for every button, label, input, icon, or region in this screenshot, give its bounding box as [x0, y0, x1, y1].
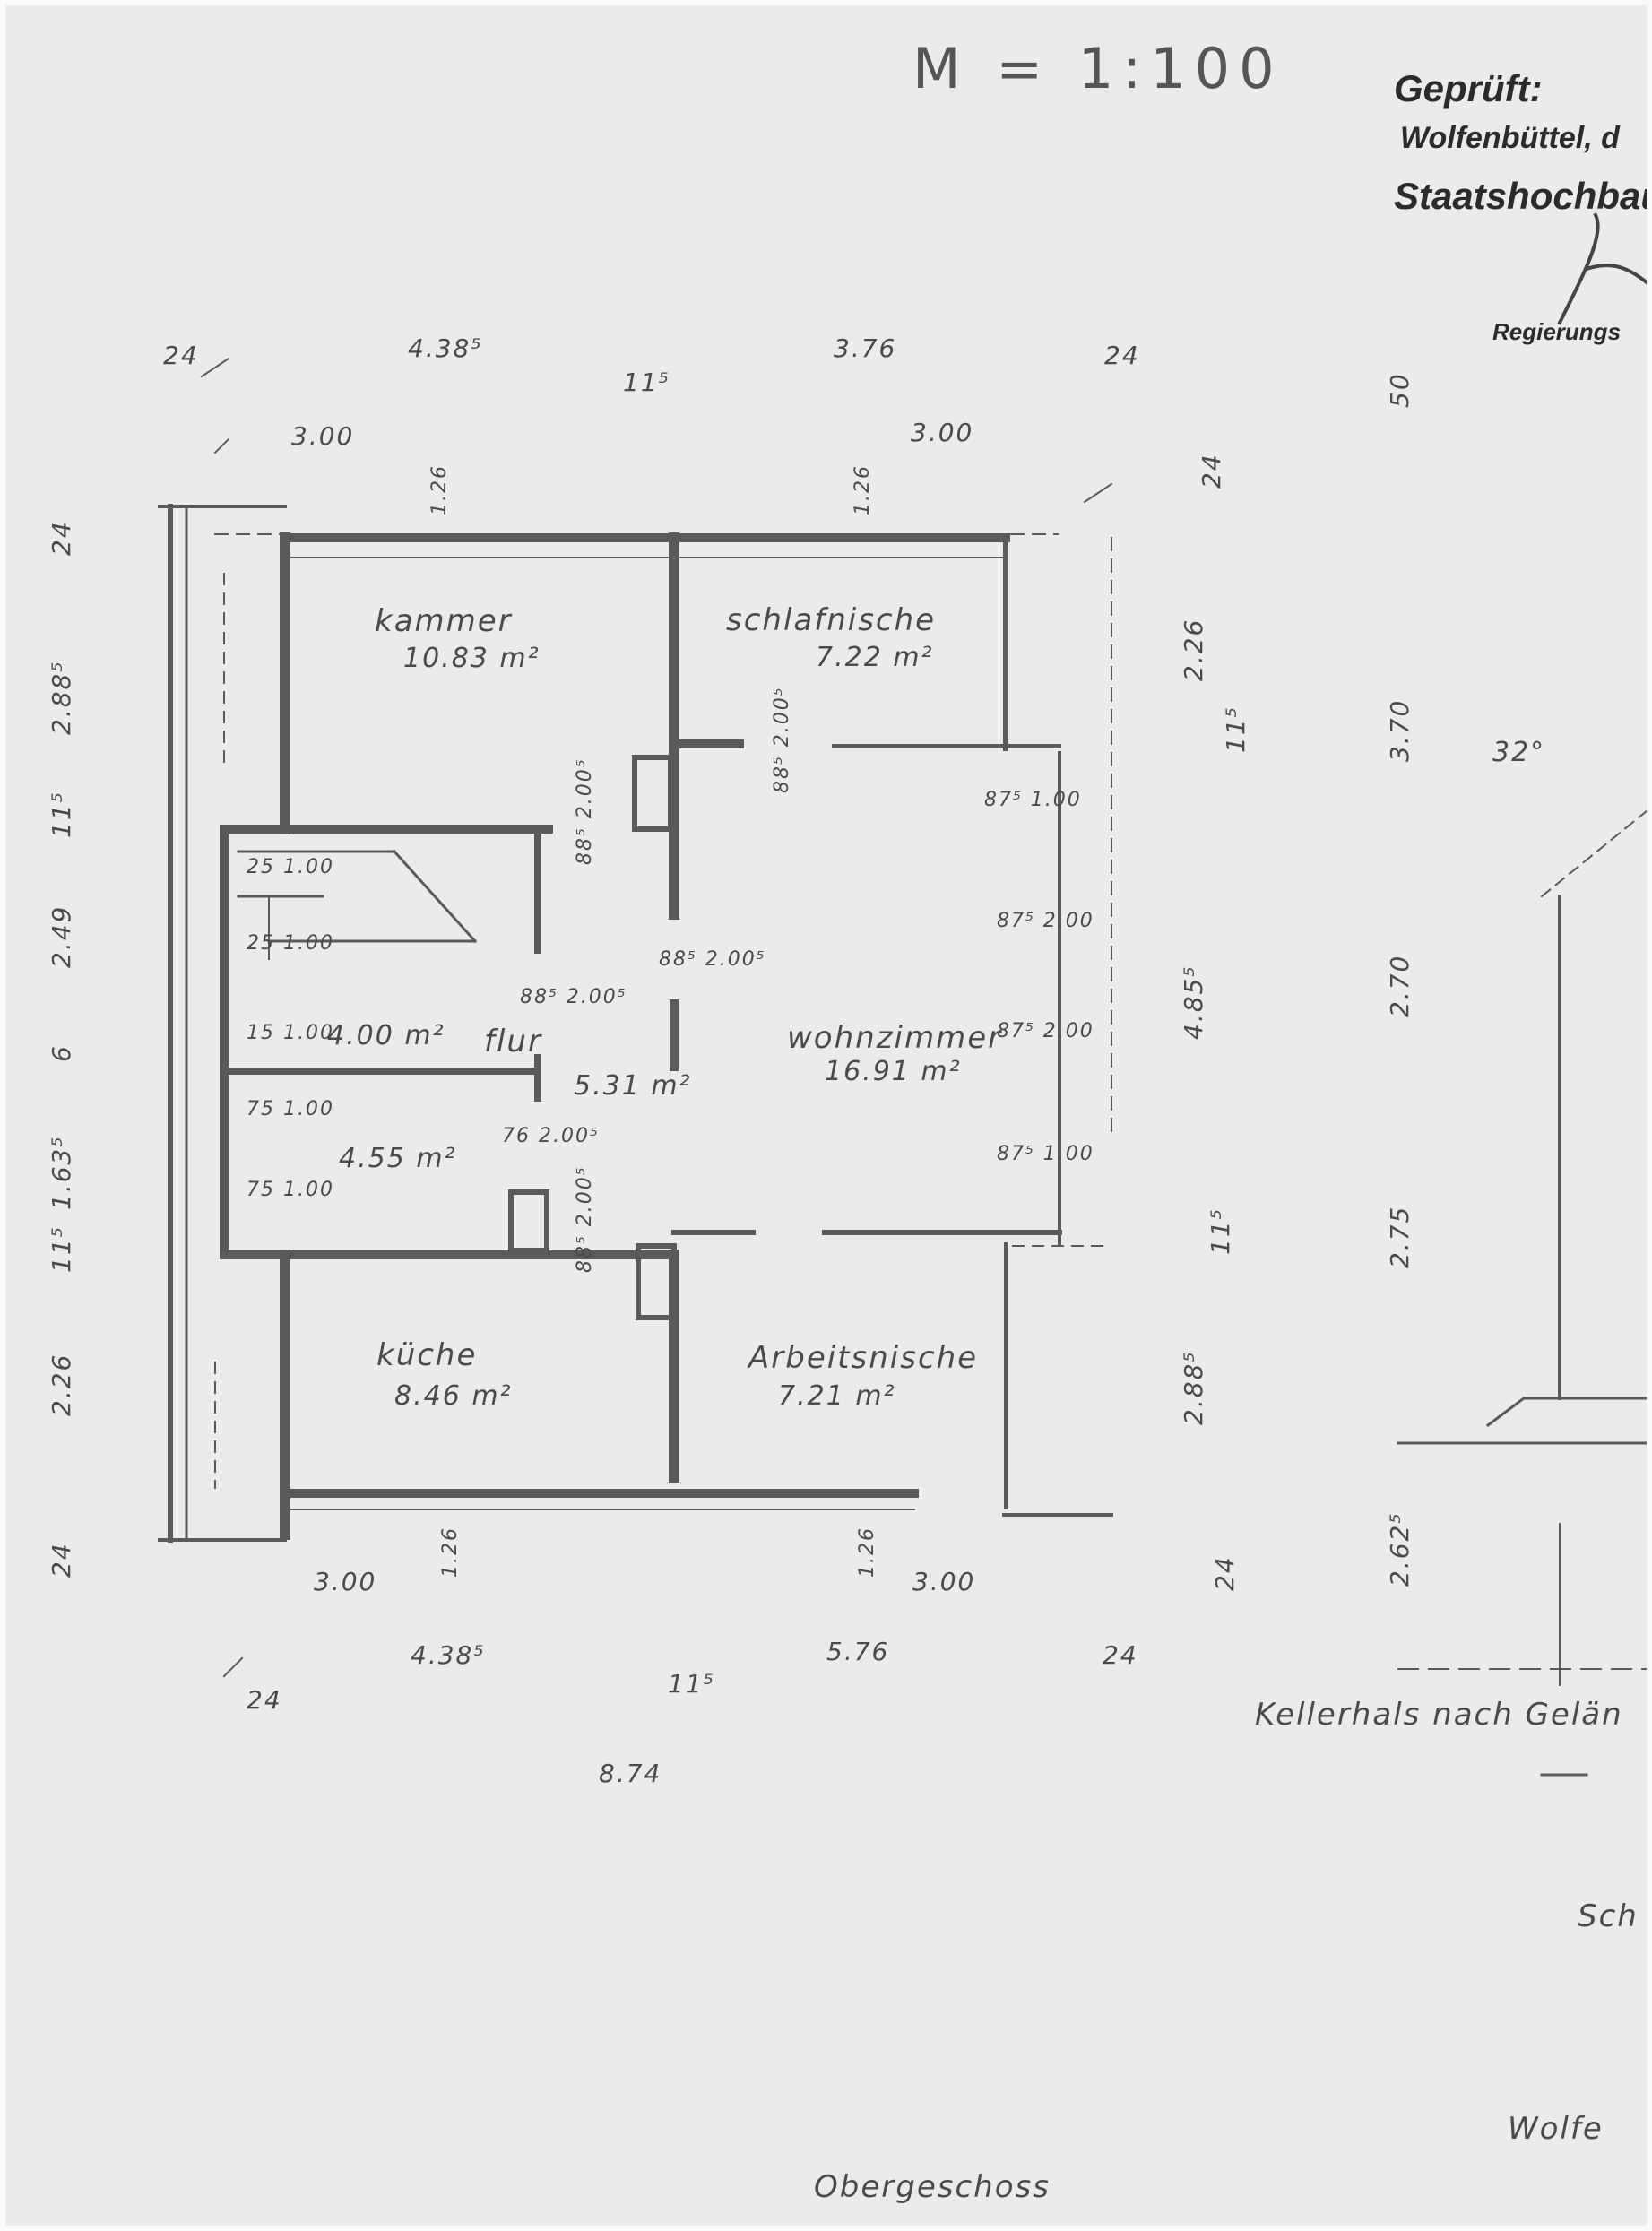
dim-bottom-e: 24 — [1103, 1640, 1138, 1670]
dim-bottom-f: 24 — [247, 1685, 282, 1715]
dim-bottom-g: 11⁵ — [668, 1669, 715, 1699]
room-flur-area: 5.31 m² — [574, 1070, 692, 1102]
room-schlafnische-area: 7.22 m² — [816, 642, 934, 673]
window-label-4: 1.26 — [856, 1526, 878, 1578]
dim-left-f: 1.63⁵ — [47, 1135, 76, 1210]
dim-right-d: 4.85⁵ — [1179, 964, 1208, 1040]
dim-top-c: 11⁵ — [623, 368, 670, 397]
dim-bottom-total: 8.74 — [599, 1759, 662, 1788]
dim-left-c: 11⁵ — [47, 791, 76, 838]
dim-bottom-b: 3.00 — [912, 1567, 976, 1596]
dim-right-f: 2.88⁵ — [1179, 1350, 1208, 1425]
stair-step-3: 15 1.00 — [247, 1022, 334, 1044]
dim-far-right-e: 2.62⁵ — [1385, 1511, 1414, 1587]
dim-left-d: 2.49 — [47, 904, 76, 968]
dim-left-a: 24 — [47, 520, 76, 556]
door-label-3: 88⁵ 2.00⁵ — [659, 948, 766, 971]
dim-top-a: 24 — [163, 341, 199, 370]
room-kueche-name: küche — [376, 1337, 478, 1373]
dim-far-right-b: 3.70 — [1385, 698, 1414, 762]
dim-top-e: 24 — [1104, 341, 1140, 370]
room-flur-name: flur — [484, 1024, 542, 1059]
note-wolfe: Wolfe — [1508, 2111, 1604, 2147]
dim-top-b: 4.38⁵ — [408, 333, 483, 363]
door-label-4: 88⁵ 2.00⁵ — [520, 986, 627, 1008]
note-kellerhals: Kellerhals nach Gelän — [1255, 1697, 1623, 1733]
room-wohnzimmer-area: 16.91 m² — [825, 1056, 962, 1087]
room-kueche-area: 8.46 m² — [394, 1380, 513, 1412]
dim-left-g: 11⁵ — [47, 1225, 76, 1273]
dim-right-g: 24 — [1210, 1555, 1240, 1591]
roof-angle-label: 32° — [1492, 737, 1546, 768]
side-label-2: 87⁵ 2.00 — [997, 910, 1094, 932]
dim-bottom-a: 3.00 — [314, 1567, 377, 1596]
side-label-1: 87⁵ 1.00 — [984, 789, 1082, 811]
door-label-2: 88⁵ 2.00⁵ — [771, 686, 793, 793]
dim-far-right-d: 2.75 — [1385, 1205, 1414, 1268]
stair-step-2: 25 1.00 — [247, 932, 334, 955]
side-label-4: 87⁵ 1.00 — [997, 1143, 1094, 1165]
dim-top-g: 3.00 — [911, 418, 974, 447]
dim-left-h: 2.26 — [47, 1353, 76, 1416]
stamp-line-2: Wolfenbüttel, d — [1400, 121, 1620, 155]
door-label-5: 88⁵ 2.00⁵ — [574, 1165, 596, 1273]
stamp-line-4: Regierungs — [1492, 318, 1622, 345]
room-kammer-area: 10.83 m² — [403, 643, 541, 674]
scale-label: M = 1:100 — [912, 36, 1284, 101]
dim-right-a: 24 — [1197, 453, 1226, 489]
dim-left-i: 24 — [47, 1542, 76, 1578]
room-kammer-name: kammer — [375, 603, 513, 639]
dim-right-c: 11⁵ — [1221, 705, 1250, 753]
dim-right-b: 2.26 — [1179, 618, 1208, 681]
dim-left-b: 2.88⁵ — [47, 660, 76, 735]
window-label-1: 1.26 — [428, 464, 451, 515]
window-label-2: 1.26 — [852, 464, 874, 515]
stamp-line-1: Geprüft: — [1394, 67, 1543, 109]
dim-left-e: 6 — [47, 1044, 76, 1062]
stair-step-5: 75 1.00 — [247, 1179, 334, 1201]
room-schlafnische-name: schlafnische — [726, 602, 937, 638]
stair-step-1: 25 1.00 — [247, 856, 334, 878]
room-arbeitsnische-area: 7.21 m² — [778, 1380, 896, 1412]
dim-far-right-a: 50 — [1385, 372, 1414, 408]
dim-bottom-c: 4.38⁵ — [411, 1640, 486, 1670]
side-label-3: 87⁵ 2.00 — [997, 1020, 1094, 1042]
stair-step-4: 75 1.00 — [247, 1098, 334, 1120]
room-bath-area: 4.55 m² — [339, 1143, 457, 1174]
room-arbeitsnische-name: Arbeitsnische — [748, 1340, 979, 1376]
dim-top-f: 3.00 — [291, 421, 355, 451]
floor-label: Obergeschoss — [814, 2169, 1051, 2205]
dim-right-e: 11⁵ — [1206, 1207, 1235, 1255]
stamp-line-3: Staatshochbau — [1394, 175, 1652, 217]
dim-top-d: 3.76 — [834, 333, 897, 363]
note-sch: Sch — [1578, 1898, 1639, 1934]
door-label-1: 88⁵ 2.00⁵ — [574, 757, 596, 865]
window-label-3: 1.26 — [439, 1526, 462, 1578]
room-stair-area: 4.00 m² — [327, 1020, 445, 1051]
bath-door-label: 76 2.00⁵ — [502, 1125, 600, 1147]
dim-far-right-c: 2.70 — [1385, 954, 1414, 1017]
room-wohnzimmer-name: wohnzimmer — [787, 1020, 1003, 1056]
dim-bottom-d: 5.76 — [826, 1637, 890, 1666]
